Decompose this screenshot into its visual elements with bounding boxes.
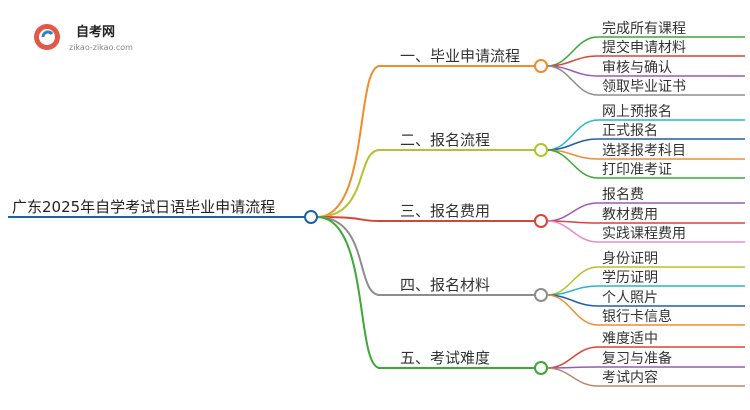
branch-label-5: 五、考试难度 (400, 349, 490, 367)
branch-node-1[interactable] (534, 59, 548, 73)
edge-layer (316, 36, 745, 387)
branch-edge-2 (316, 149, 381, 218)
branch-label-2: 二、报名流程 (400, 131, 490, 149)
branch-edge-1 (316, 65, 381, 218)
leaf-label-4-4: 银行卡信息 (602, 308, 672, 325)
branch-edge-4 (316, 216, 381, 296)
leaf-edge-2-1 (546, 119, 599, 151)
leaf-edge-5-1 (546, 346, 599, 369)
logo-title: 自考网 (76, 24, 115, 40)
branch-node-5[interactable] (534, 361, 548, 375)
leaf-edge-3-3 (546, 220, 599, 243)
leaf-edge-2-4 (546, 149, 599, 179)
leaf-label-2-1: 网上预报名 (602, 104, 672, 120)
leaf-edge-1-4 (546, 65, 599, 96)
leaf-label-4-2: 学历证明 (602, 270, 658, 286)
branch-edge-5 (316, 216, 381, 369)
leaf-label-1-1: 完成所有课程 (602, 21, 686, 37)
leaf-label-1-4: 领取毕业证书 (602, 79, 686, 95)
leaf-label-4-1: 身份证明 (602, 251, 658, 267)
leaf-edge-5-3 (546, 367, 599, 387)
root-node[interactable] (304, 210, 318, 224)
leaf-label-3-3: 实践课程费用 (602, 226, 686, 242)
leaf-label-5-3: 考试内容 (602, 369, 658, 386)
leaf-edge-4-4 (546, 294, 599, 326)
leaf-label-3-1: 报名费 (602, 187, 644, 203)
leaf-label-5-1: 难度适中 (602, 331, 658, 347)
branch-node-2[interactable] (534, 143, 548, 157)
leaf-edge-3-1 (546, 202, 599, 222)
leaf-label-2-4: 打印准考证 (602, 161, 672, 178)
leaf-label-3-2: 教材费用 (602, 207, 658, 223)
leaf-label-4-3: 个人照片 (602, 290, 658, 306)
site-logo[interactable]: 自考网 zikao-zikao.com (34, 24, 133, 52)
branch-node-3[interactable] (534, 214, 548, 228)
logo-url: zikao-zikao.com (69, 43, 133, 52)
branch-label-4: 四、报名材料 (400, 276, 490, 294)
root-label: 广东2025年自学考试日语毕业申请流程 (12, 198, 275, 216)
leaf-label-2-3: 选择报考科目 (602, 143, 686, 159)
branch-label-1: 一、毕业申请流程 (400, 47, 520, 65)
leaf-label-2-2: 正式报名 (602, 123, 658, 139)
branch-edge-3 (316, 216, 381, 222)
leaf-label-1-3: 审核与确认 (602, 60, 672, 76)
branch-node-4[interactable] (534, 288, 548, 302)
branch-label-3: 三、报名费用 (400, 202, 490, 220)
leaf-label-1-2: 提交申请材料 (602, 39, 686, 56)
leaf-label-5-2: 复习与准备 (602, 350, 672, 367)
